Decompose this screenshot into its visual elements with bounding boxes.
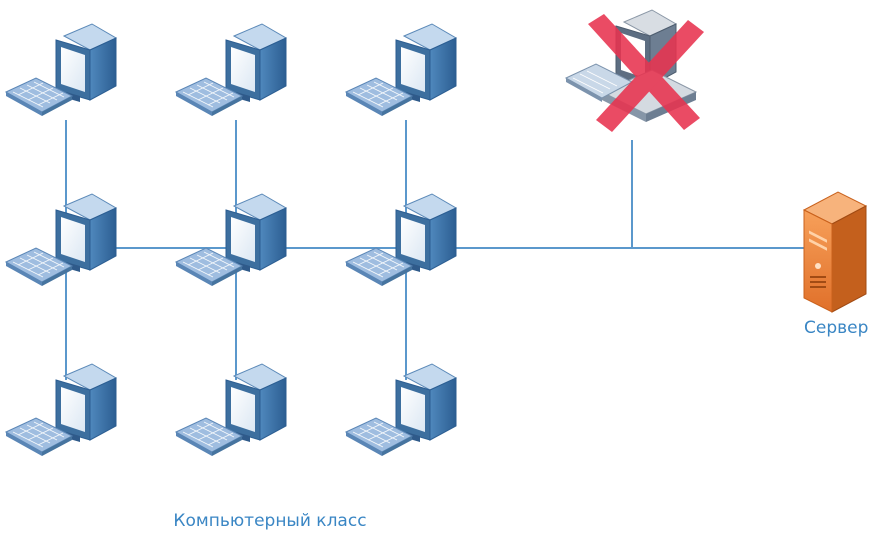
computer-icon <box>345 363 457 457</box>
computer-icon <box>175 23 287 117</box>
cross-icon <box>588 14 704 132</box>
computer-icon <box>345 193 457 287</box>
computer-icon <box>345 23 457 117</box>
computer-icon <box>175 363 287 457</box>
classroom-label: Компьютерный класс <box>173 511 367 531</box>
computer-icon <box>175 193 287 287</box>
computer-icon <box>5 23 117 117</box>
server-icon <box>803 191 867 313</box>
computer-icon <box>5 193 117 287</box>
server-label: Сервер <box>804 318 869 338</box>
computer-icon <box>5 363 117 457</box>
